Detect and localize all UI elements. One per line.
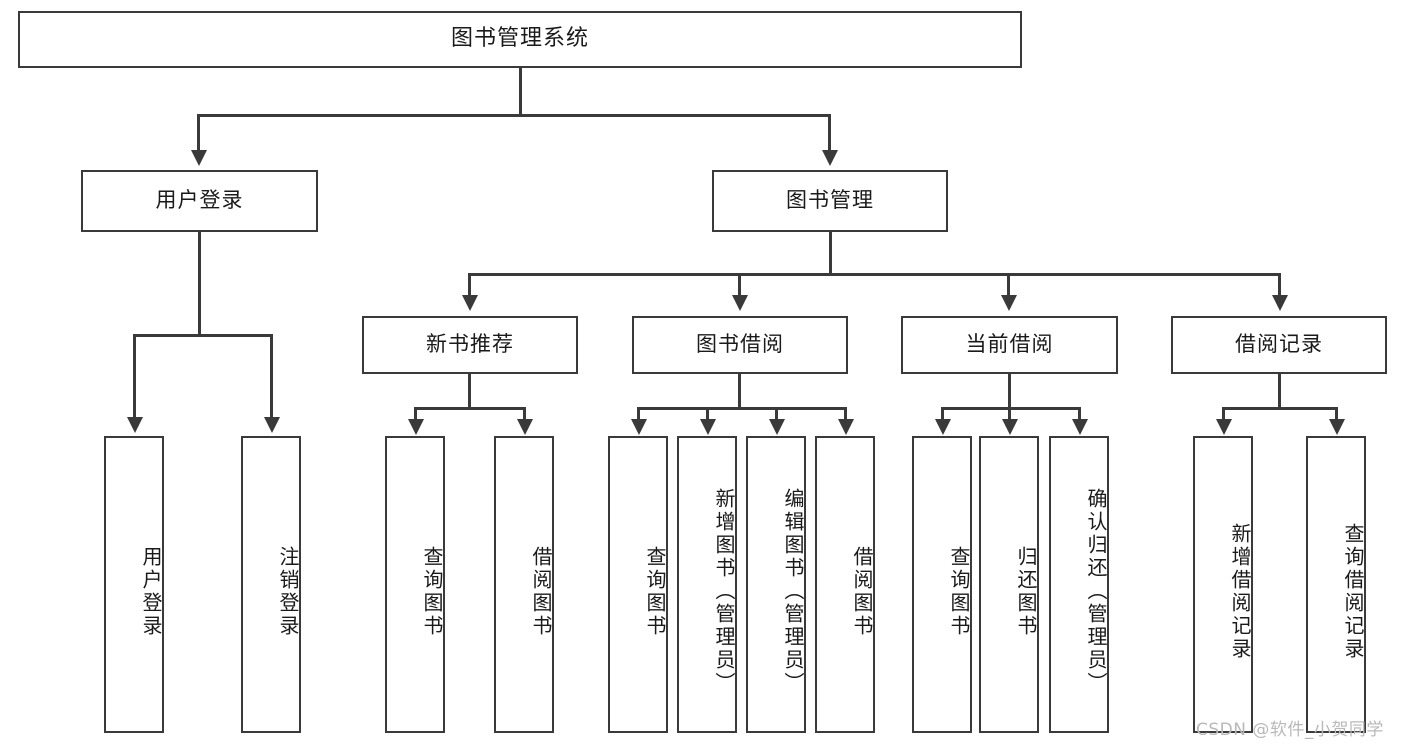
arrow-user-login-to-leaf-0 [127, 417, 143, 433]
edge-user-login-to-leaf-0 [133, 334, 136, 419]
arrow-book-manage-to-c0 [462, 295, 478, 311]
edge-current-borrow-to-leaf-1 [1008, 407, 1011, 421]
arrow-current-borrow-to-leaf-0 [935, 419, 951, 435]
edge-book-manage-to-c2 [1007, 273, 1010, 297]
leaf-book-borrow-borrow[interactable]: 借阅图书 [815, 436, 875, 733]
edge-root-to-user-login [197, 114, 200, 152]
edge-user-login-stem [198, 232, 201, 336]
edge-user-login-to-leaf-1 [270, 334, 273, 419]
leaf-user-login-login[interactable]: 用户登录 [104, 436, 164, 733]
node-current-borrow[interactable]: 当前借阅 [901, 316, 1118, 374]
edge-current-borrow-stem [1008, 374, 1011, 410]
arrow-book-manage-to-c3 [1272, 295, 1288, 311]
edge-book-manage-stem [829, 232, 832, 275]
node-new-book-recommend[interactable]: 新书推荐 [362, 316, 578, 374]
arrow-book-borrow-to-leaf-0 [631, 419, 647, 435]
node-book-borrow[interactable]: 图书借阅 [632, 316, 848, 374]
arrow-book-borrow-to-leaf-3 [838, 419, 854, 435]
leaf-book-borrow-add[interactable]: 新增图书（管理员） [677, 436, 737, 733]
edge-book-borrow-to-leaf-0 [637, 407, 640, 421]
edge-book-manage-to-c1 [738, 273, 741, 297]
edge-book-manage-to-c3 [1278, 273, 1281, 297]
arrow-book-borrow-to-leaf-1 [700, 419, 716, 435]
edge-user-login-bar [133, 334, 273, 337]
edge-book-borrow-to-leaf-2 [775, 407, 778, 421]
edge-current-borrow-to-leaf-0 [941, 407, 944, 421]
leaf-book-borrow-query[interactable]: 查询图书 [608, 436, 668, 733]
arrow-borrow-record-to-leaf-0 [1216, 419, 1232, 435]
leaf-borrow-record-add[interactable]: 新增借阅记录 [1193, 436, 1253, 733]
edge-book-borrow-stem [738, 374, 741, 410]
leaf-user-login-logout[interactable]: 注销登录 [241, 436, 301, 733]
leaf-borrow-record-query[interactable]: 查询借阅记录 [1306, 436, 1366, 733]
edge-book-borrow-bar [637, 407, 847, 410]
edge-new-book-bar [414, 407, 526, 410]
edge-borrow-record-to-leaf-1 [1335, 407, 1338, 421]
edge-root-to-book-manage [828, 114, 831, 152]
arrow-book-borrow-to-leaf-2 [769, 419, 785, 435]
leaf-new-book-borrow[interactable]: 借阅图书 [494, 436, 554, 733]
edge-root-bar [197, 114, 831, 117]
arrow-new-book-to-leaf-0 [408, 419, 424, 435]
edge-borrow-record-stem [1278, 374, 1281, 410]
edge-borrow-record-bar [1222, 407, 1338, 410]
leaf-book-borrow-edit[interactable]: 编辑图书（管理员） [746, 436, 806, 733]
arrow-current-borrow-to-leaf-1 [1002, 419, 1018, 435]
edge-new-book-to-leaf-1 [523, 407, 526, 421]
arrow-user-login-to-leaf-1 [264, 417, 280, 433]
node-user-login[interactable]: 用户登录 [81, 170, 318, 232]
edge-book-borrow-to-leaf-1 [706, 407, 709, 421]
node-book-manage[interactable]: 图书管理 [712, 170, 948, 232]
edge-book-borrow-to-leaf-3 [844, 407, 847, 421]
edge-root-stem [519, 68, 522, 116]
arrow-borrow-record-to-leaf-1 [1329, 419, 1345, 435]
edge-book-manage-to-c0 [468, 273, 471, 297]
edge-current-borrow-to-leaf-2 [1078, 407, 1081, 421]
leaf-current-borrow-confirm-return[interactable]: 确认归还（管理员） [1049, 436, 1109, 733]
node-root-system[interactable]: 图书管理系统 [18, 11, 1022, 68]
arrow-root-to-user-login [191, 150, 207, 166]
node-borrow-record[interactable]: 借阅记录 [1171, 316, 1387, 374]
edge-new-book-to-leaf-0 [414, 407, 417, 421]
arrow-book-manage-to-c2 [1001, 295, 1017, 311]
arrow-current-borrow-to-leaf-2 [1072, 419, 1088, 435]
leaf-current-borrow-return[interactable]: 归还图书 [979, 436, 1039, 733]
arrow-root-to-book-manage [822, 150, 838, 166]
edge-current-borrow-bar [941, 407, 1081, 410]
edge-new-book-stem [468, 374, 471, 410]
leaf-current-borrow-query[interactable]: 查询图书 [912, 436, 972, 733]
arrow-new-book-to-leaf-1 [517, 419, 533, 435]
edge-borrow-record-to-leaf-0 [1222, 407, 1225, 421]
edge-book-manage-bar [468, 273, 1281, 276]
arrow-book-manage-to-c1 [732, 295, 748, 311]
csdn-watermark: CSDN @软件_小贺同学 [1196, 720, 1384, 740]
leaf-new-book-query[interactable]: 查询图书 [385, 436, 445, 733]
